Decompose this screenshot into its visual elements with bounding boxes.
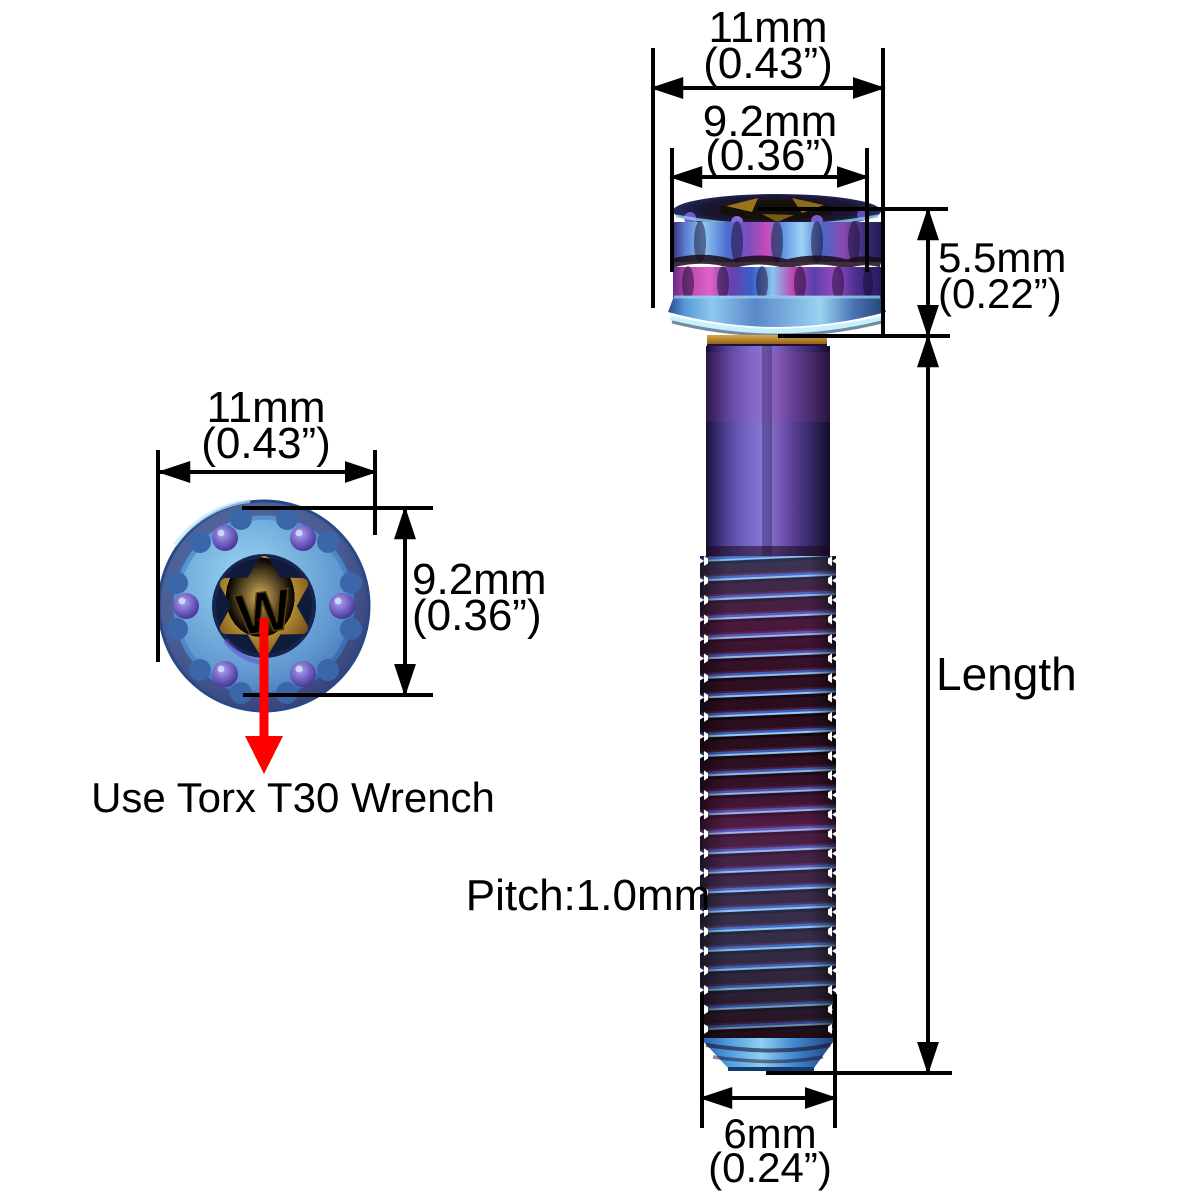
head-dimples [173,525,355,687]
head-mid-groove [671,254,883,269]
head-facet-separator [832,266,844,300]
bolt-shank [706,335,830,560]
head-facet-separator [717,266,729,300]
flange-under-shadow [671,320,883,337]
shank-body [706,346,830,560]
dim-face-inner-height [242,506,433,697]
head-inner-inch-label: (0.36”) [705,131,835,180]
under-head-shadow-line [707,344,827,347]
head-facet-separator [771,221,783,263]
head-outer-inch-label: (0.43”) [703,39,833,88]
thread-left-serration [700,556,708,1040]
thread-right-serration [828,556,836,1040]
bolt-threads [700,556,836,1040]
dim-face-outer-width [156,450,378,662]
head-outer-mm-label: 11mm [709,3,828,52]
torx-star-glint [726,198,758,212]
head-facet-separator [694,221,706,263]
head-inner-mm-label: 9.2mm [703,97,837,146]
face-inner-inch-label: (0.36”) [412,591,542,640]
tip-thread-shadow [712,1055,824,1064]
thread-edge-shading [700,556,836,1040]
face-outer-inch-label: (0.43”) [201,419,331,468]
head-facet-separator [848,221,860,263]
pitch-label: Pitch:1.0mm [466,871,711,920]
head-facet-separator [863,267,873,299]
length-label: Length [936,648,1077,700]
tip-thread-shadow [705,1043,831,1053]
face-inner-mm-label: 9.2mm [412,555,546,604]
rim-highlight [173,499,251,547]
head-flange [668,296,886,327]
flange-bottom-rim [669,315,885,334]
head-height-inch-label: (0.22”) [938,270,1062,317]
dimension-labels: 11mm (0.43”) 9.2mm (0.36”) 5.5mm (0.22”)… [91,3,1077,1191]
head-height-mm-label: 5.5mm [938,234,1066,281]
torx-star-glint [762,214,794,222]
torx-pointer-arrow [245,618,283,774]
shank-magenta-sheen [706,352,830,422]
dimension-lines [156,48,952,1128]
bolt-side-view [668,194,886,1071]
head-lower-lobes [673,267,881,298]
dim-tip-diameter [699,994,838,1128]
head-facet-separator [682,266,694,300]
face-outer-mm-label: 11mm [207,383,326,432]
tip-diameter-mm-label: 6mm [723,1110,816,1157]
dim-length [766,334,952,1075]
head-facet-separator [731,221,743,263]
head-facet-separator [811,221,823,263]
bolt-tip [700,1038,836,1071]
shank-dark-streak [762,346,772,560]
under-head-gold-band [707,335,827,345]
bolt-head-side [668,194,886,337]
plateau-scallops [166,508,362,704]
torx-note-label: Use Torx T30 Wrench [91,774,495,821]
tip-diameter-inch-label: (0.24”) [708,1144,832,1191]
dim-head-outer-width [650,48,886,335]
head-facet-separator [794,266,806,300]
head-facet-separator [756,266,768,300]
